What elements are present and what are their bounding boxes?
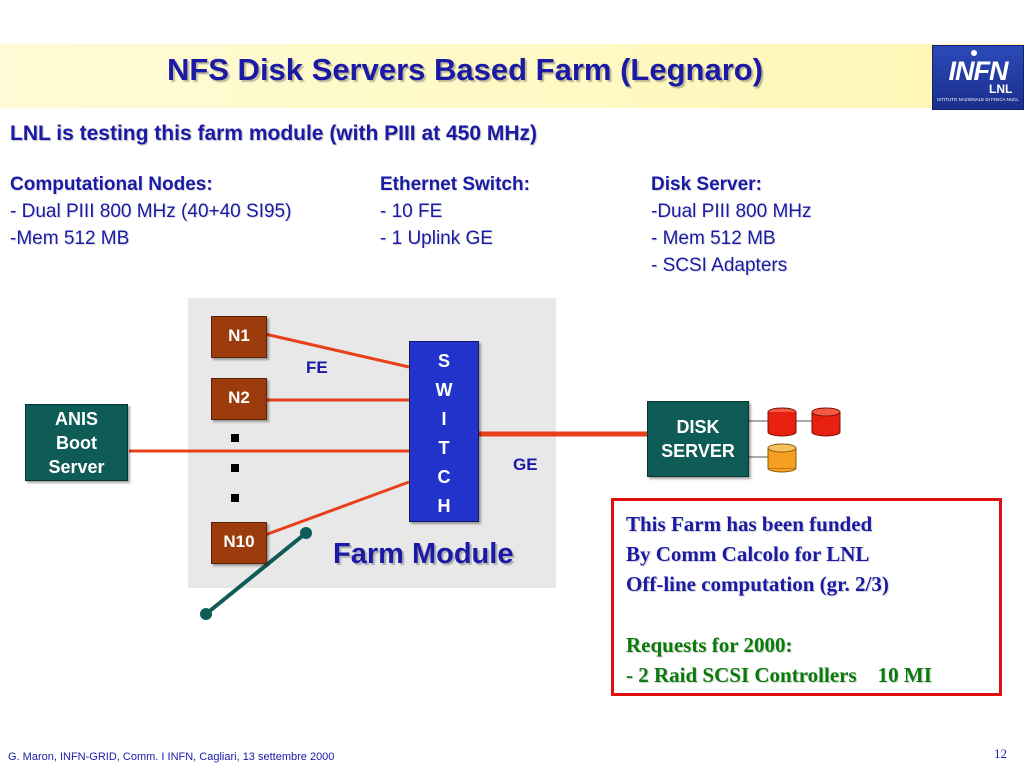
fe-label: FE: [306, 358, 328, 377]
disk-cylinder-red-1: [767, 407, 797, 437]
spec-line: - SCSI Adapters: [651, 255, 788, 276]
ge-label: GE: [513, 455, 538, 474]
switch-letter: I: [441, 409, 447, 429]
spec-line: - Mem 512 MB: [651, 228, 776, 249]
node-n2: N2: [211, 378, 267, 420]
spec-line: - 10 FE: [380, 201, 443, 222]
link-endpoint-bottom: [200, 608, 212, 620]
logo-small-text: ISTITUTO NAZIONALE DI FISICA NUCLEARE: [937, 97, 1019, 102]
link-endpoint-top: [300, 527, 312, 539]
boot-server-line: ANIS: [54, 409, 98, 429]
disk-cylinder-red-2: [811, 407, 841, 437]
logo-sub-text: LNL: [989, 82, 1013, 96]
node-n10: N10: [211, 522, 267, 564]
ellipsis-dot: [231, 434, 239, 442]
switch-letter: C: [437, 467, 451, 487]
spec-line: - 1 Uplink GE: [380, 228, 493, 249]
node-n1: N1: [211, 316, 267, 358]
switch-letter: W: [435, 380, 453, 400]
spec-heading: Computational Nodes:: [10, 174, 213, 195]
disk-server-box: DISK SERVER: [647, 401, 749, 477]
slide-title: NFS Disk Servers Based Farm (Legnaro): [166, 52, 764, 87]
request-line: - 2 Raid SCSI Controllers 10 MI: [626, 663, 932, 687]
wire-n1-switch: [264, 332, 410, 369]
funding-note-box: This Farm has been funded By Comm Calcol…: [611, 498, 1002, 696]
disk-cylinder-orange: [767, 443, 797, 473]
spec-computational-nodes: Computational Nodes: - Dual PIII 800 MHz…: [10, 171, 291, 252]
farm-module-label: Farm Module: [333, 538, 514, 570]
slide-subtitle: LNL is testing this farm module (with PI…: [10, 122, 538, 145]
note-line: This Farm has been funded: [626, 512, 873, 536]
switch-letter: S: [437, 351, 450, 371]
ellipsis-dot: [231, 494, 239, 502]
page-number: 12: [994, 746, 1007, 761]
boot-server-line: Server: [48, 457, 105, 477]
wire-n10-switch: [264, 480, 410, 537]
ellipsis-dot: [231, 464, 239, 472]
footer-text: G. Maron, INFN-GRID, Comm. I INFN, Cagli…: [8, 751, 335, 763]
spec-disk-server: Disk Server: -Dual PIII 800 MHz - Mem 51…: [651, 171, 812, 279]
note-line: Off-line computation (gr. 2/3): [626, 572, 889, 596]
title-banner: [0, 44, 1024, 108]
pluggable-link: [204, 531, 308, 616]
switch-letter: H: [437, 496, 451, 516]
spec-heading: Ethernet Switch:: [380, 174, 530, 195]
logo-main-text: INFN: [948, 56, 1009, 86]
ethernet-switch-box: S W I T C H: [409, 341, 479, 522]
spec-heading: Disk Server:: [651, 174, 762, 195]
spec-line: -Dual PIII 800 MHz: [651, 201, 812, 222]
disk-server-line: DISK: [676, 417, 720, 437]
boot-server-line: Boot: [56, 433, 97, 453]
switch-letter: T: [438, 438, 450, 458]
switch-letters: S W I T C H: [410, 342, 478, 521]
logo-dot-icon: [971, 50, 977, 56]
note-line: By Comm Calcolo for LNL: [626, 542, 870, 566]
disk-server-line: SERVER: [661, 441, 735, 461]
spec-ethernet-switch: Ethernet Switch: - 10 FE - 1 Uplink GE: [380, 171, 530, 252]
infn-logo: INFN LNL ISTITUTO NAZIONALE DI FISICA NU…: [932, 45, 1024, 110]
request-line: Requests for 2000:: [626, 633, 793, 657]
spec-line: - Dual PIII 800 MHz (40+40 SI95): [10, 201, 292, 222]
anis-boot-server-box: ANIS Boot Server: [25, 404, 128, 481]
spec-line: -Mem 512 MB: [10, 228, 130, 249]
